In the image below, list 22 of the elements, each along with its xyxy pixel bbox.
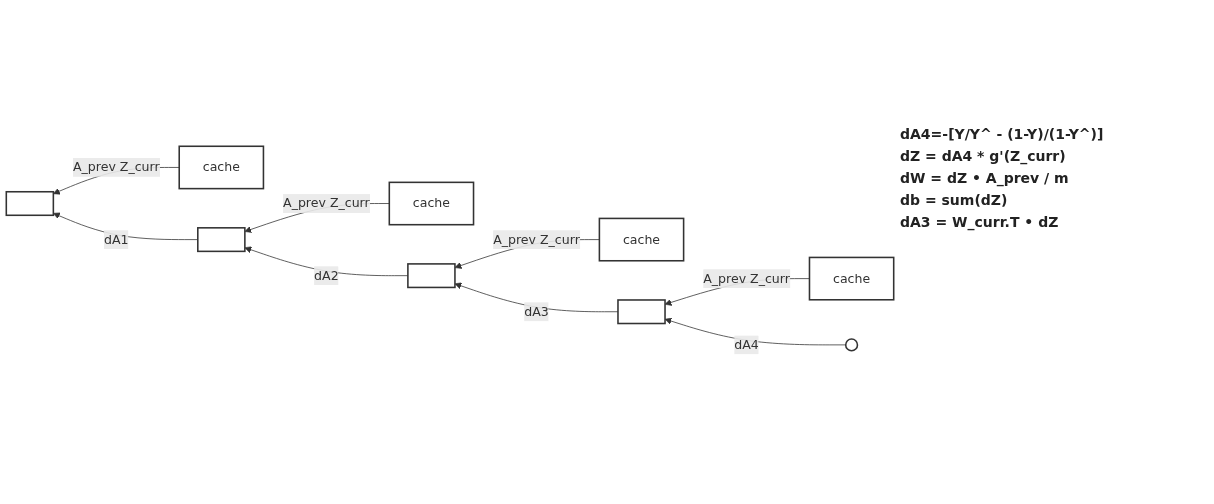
node-circle	[844, 337, 859, 352]
formula-note: dA4=-[Y/Y^ - (1-Y)/(1-Y^)]	[900, 126, 1105, 142]
edge-label: dA3	[524, 303, 549, 319]
node-box	[407, 262, 456, 288]
formula-note: dZ = dA4 * g'(Z_curr)	[900, 148, 1067, 164]
node-box: cache	[598, 217, 685, 262]
formula-note: dA3 = W_curr.T • dZ	[900, 214, 1060, 230]
edge-label: dA2	[314, 267, 339, 283]
node-box: cache	[808, 256, 895, 301]
node-box	[197, 226, 246, 252]
edge-label: A_prev Z_curr	[703, 270, 790, 286]
edge-label: A_prev Z_curr	[493, 231, 580, 247]
edge-label: A_prev Z_curr	[72, 159, 160, 175]
node-box: cache	[388, 181, 475, 226]
edge-label: dA1	[104, 231, 129, 247]
formula-note: db = sum(dZ)	[900, 192, 1009, 208]
edge-label: A_prev Z_curr	[283, 195, 370, 211]
node-box	[5, 190, 55, 216]
node-box: cache	[178, 145, 265, 190]
node-box	[617, 298, 666, 324]
edge-label: dA4	[734, 336, 759, 352]
formula-note: dW = dZ • A_prev / m	[900, 170, 1070, 186]
